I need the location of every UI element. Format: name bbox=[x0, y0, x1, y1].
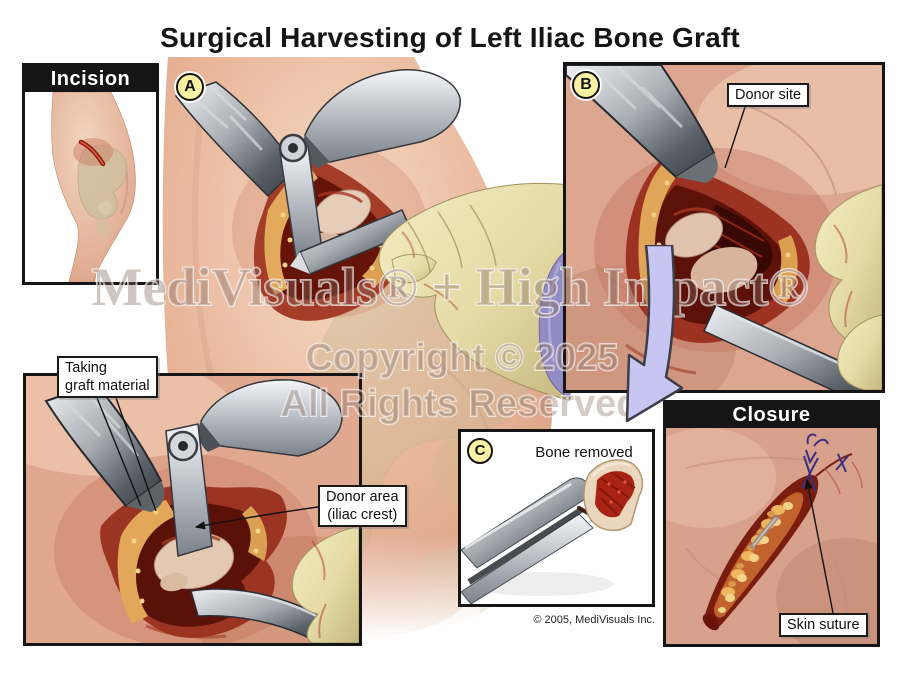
closure-panel: Closure bbox=[663, 400, 880, 647]
panel-c-artwork bbox=[461, 432, 652, 604]
taking-graft-label-line2: graft material bbox=[65, 378, 150, 395]
donor-site-label: Donor site bbox=[727, 83, 810, 108]
incision-artwork bbox=[25, 92, 156, 282]
donor-area-label: Donor area (iliac crest) bbox=[318, 485, 407, 528]
incision-panel-header: Incision bbox=[25, 66, 156, 92]
panel-b bbox=[563, 62, 885, 393]
donor-area-label-line1: Donor area bbox=[326, 489, 399, 505]
taking-graft-label: Taking graft material bbox=[57, 356, 158, 399]
skin-suture-label: Skin suture bbox=[779, 613, 868, 638]
taking-graft-label-line1: Taking bbox=[65, 360, 107, 376]
closure-artwork bbox=[666, 428, 877, 644]
taking-graft-artwork bbox=[26, 376, 359, 643]
panel-b-artwork bbox=[566, 65, 882, 390]
bone-removed-label: Bone removed bbox=[535, 444, 633, 461]
page-title: Surgical Harvesting of Left Iliac Bone G… bbox=[160, 22, 740, 53]
panel-c bbox=[458, 429, 655, 607]
closure-panel-header: Closure bbox=[666, 403, 877, 428]
badge-a: A bbox=[176, 73, 204, 101]
copyright-line: © 2005, MediVisuals Inc. bbox=[533, 614, 655, 626]
badge-c: C bbox=[467, 438, 493, 464]
badge-b: B bbox=[572, 71, 600, 99]
incision-panel: Incision bbox=[22, 63, 159, 285]
donor-area-label-line2: (iliac crest) bbox=[327, 507, 398, 524]
taking-graft-panel bbox=[23, 373, 362, 646]
